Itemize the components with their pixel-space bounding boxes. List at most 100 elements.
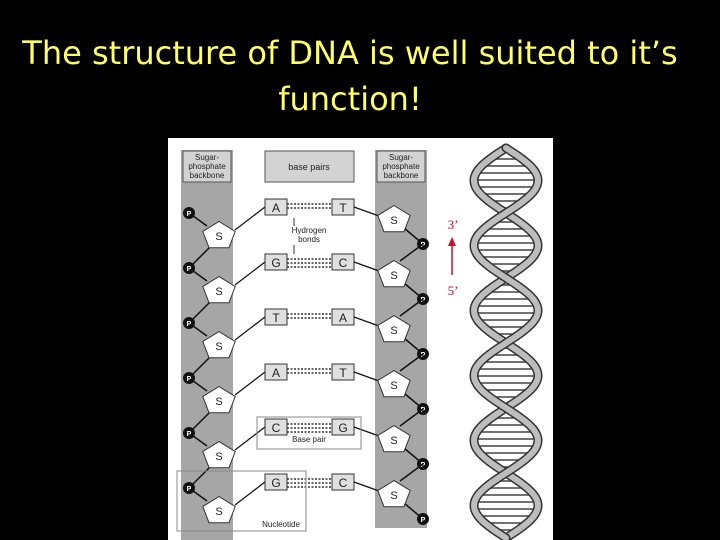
sugar-label: S [215,231,222,243]
right-phosphate-sugar-bond [399,298,424,317]
phosphate-label: P [421,352,426,359]
left-sugar-base-bond [234,261,266,286]
nucleotide-row: P S T A S P [183,298,429,379]
left-base-letter: A [272,366,280,380]
left-base-box [264,198,288,216]
phosphate-icon [183,482,195,494]
left-base-box [264,473,288,491]
sugar-label: S [390,490,397,502]
sugar-label: S [390,435,397,447]
phosphate-label: P [187,321,192,328]
slide-title: The structure of DNA is well suited to i… [0,30,700,122]
sugar-label: S [390,380,397,392]
left-base-letter: A [272,201,280,215]
sugar-icon [202,220,236,249]
left-base-letter: G [271,476,280,490]
phosphate-icon [183,372,195,384]
right-header-line-3: backbone [384,171,419,180]
left-base-box [264,253,288,271]
left-sugar-base-bond [234,426,266,451]
base-pairs-header-label: base pairs [288,162,330,172]
right-phosphate-sugar-bond [399,408,424,427]
sugar-icon [202,331,236,359]
direction-3-prime: 3’ [448,217,459,232]
base-pair-box [256,416,362,450]
title-line-2: function! [278,80,422,118]
sugar-label: S [215,451,222,463]
phosphate-label: P [421,407,426,414]
phosphate-label: P [421,297,426,304]
left-base-letter: T [272,311,280,325]
direction-5-prime: 5’ [448,283,459,298]
left-header-line-2: phosphate [188,162,226,171]
right-header-line-1: Sugar- [389,153,413,162]
nucleotide-row: P S A T S P [183,353,429,434]
left-sugar-base-bond [234,371,266,396]
sugar-icon [377,425,411,453]
dna-diagram: Sugar- phosphate backbone base pairs Sug… [176,143,543,540]
right-sugar-base-bond [353,206,380,217]
sugar-icon [377,370,411,398]
left-base-letter: G [271,256,280,270]
base-pair-label: Base pair [292,435,326,444]
helix-strand-front [470,145,542,540]
phosphate-label: P [421,517,426,524]
phosphate-label: P [187,431,192,438]
phosphate-label: P [421,242,426,249]
right-sugar-base-bond [353,261,380,272]
sugar-label: S [215,396,222,408]
sugar-icon [202,276,236,304]
left-header-line-1: Sugar- [195,153,219,162]
right-phosphate-sugar-bond [399,243,424,262]
left-backbone-header [182,150,232,183]
right-base-letter: C [339,476,348,490]
phosphate-label: P [187,486,192,493]
left-base-box [264,308,288,326]
right-header-line-2: phosphate [382,162,420,171]
sugar-label: S [390,215,397,227]
nucleotide-box [176,470,307,532]
phosphate-label: P [421,462,426,469]
phosphate-icon [183,317,195,329]
left-sugar-base-bond [234,481,266,506]
right-sugar-base-bond [353,371,380,382]
nucleotide-row: P S G C S P [183,463,429,525]
right-base-letter: G [338,421,347,435]
sugar-label: S [390,325,397,337]
sugar-icon [202,386,236,414]
right-base-letter: T [339,366,347,380]
phosphate-icon [183,207,195,219]
left-base-box [264,418,288,436]
sugar-icon [377,480,411,508]
left-base-letter: C [272,421,281,435]
hydrogen-label-line-2: bonds [298,235,320,244]
base-pairs-header [264,150,355,183]
right-phosphate-sugar-bond [399,353,424,372]
title-line-1: The structure of DNA is well suited to i… [22,34,678,72]
phosphate-label: P [187,266,192,273]
right-phosphate-sugar-bond [399,463,424,482]
right-sugar-base-bond [353,316,380,327]
right-base-letter: C [339,256,348,270]
phosphate-icon [183,262,195,274]
left-sugar-base-bond [234,316,266,341]
right-base-letter: A [339,311,347,325]
sugar-label: S [390,270,397,282]
sugar-label: S [215,506,222,518]
nucleotide-label: Nucleotide [262,520,300,529]
sugar-icon [377,204,411,233]
right-sugar-base-bond [353,426,380,437]
right-base-letter: T [339,201,347,215]
sugar-icon [202,441,236,469]
phosphate-label: P [187,376,192,383]
direction-arrow-head [448,237,456,246]
sugar-label: S [215,341,222,353]
right-sugar-base-bond [353,481,380,492]
left-base-box [264,363,288,381]
dna-diagram-panel: Sugar- phosphate backbone base pairs Sug… [168,138,553,540]
phosphate-icon [417,513,429,525]
sugar-icon [202,496,236,524]
